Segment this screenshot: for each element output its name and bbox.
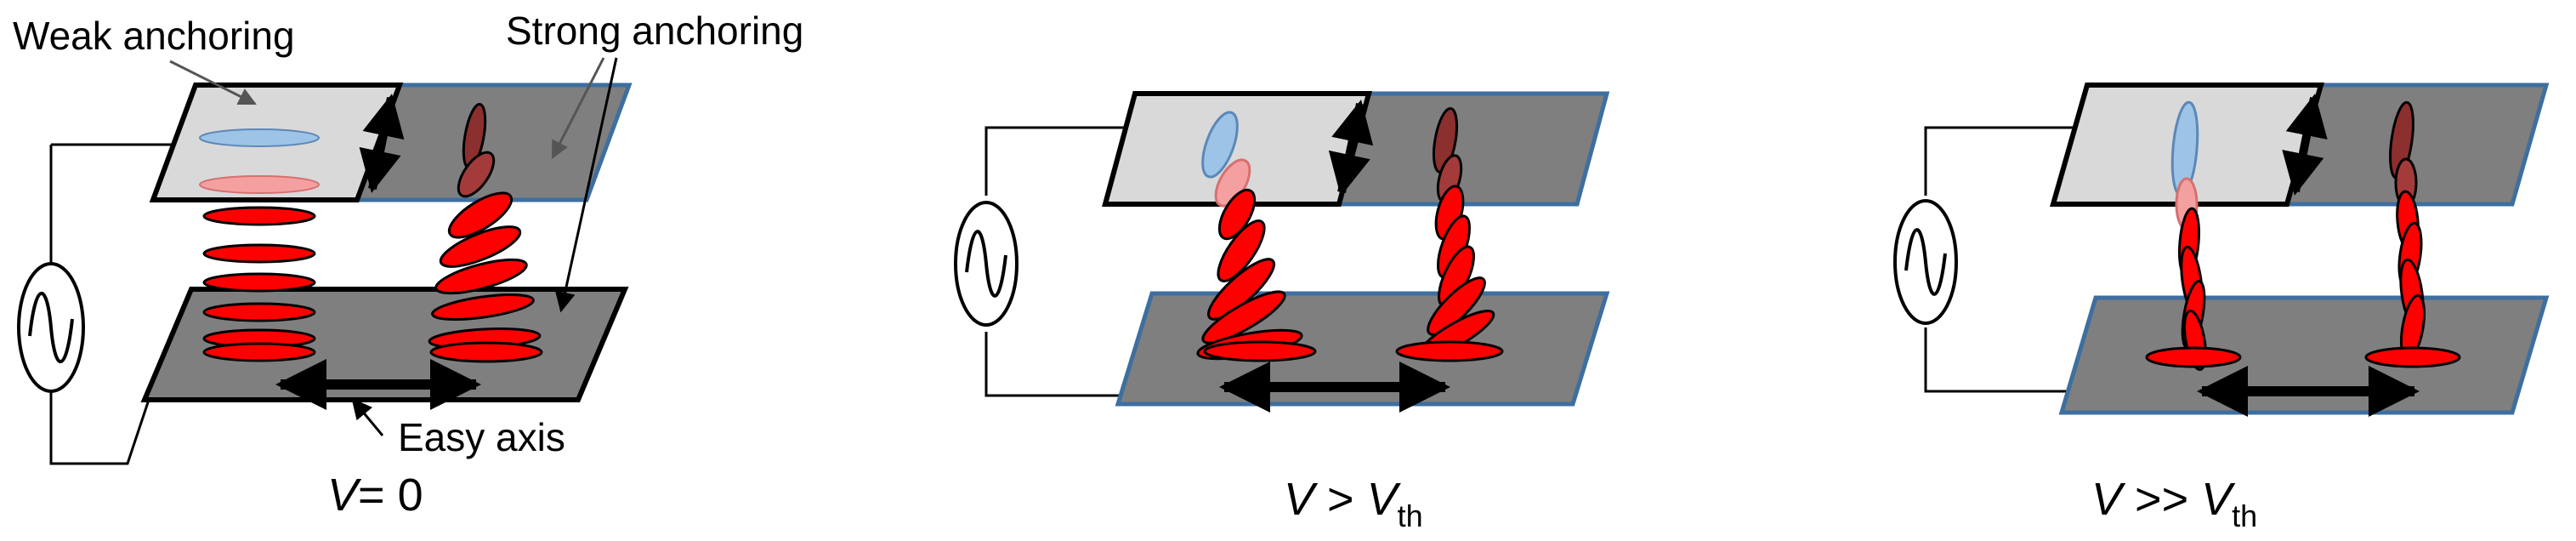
circuit-wires	[984, 126, 1173, 397]
easy-axis-label: Easy axis	[398, 415, 565, 459]
weak-molecule-stack	[1196, 111, 1317, 362]
caption-v-zero: V= 0	[327, 470, 423, 521]
double-arrow-icon	[359, 94, 405, 193]
caption-v-above-threshold: V > Vth	[1284, 474, 1423, 533]
molecule-blue	[199, 128, 320, 147]
ac-source-icon	[954, 201, 1018, 327]
weak-anchoring-label: Weak anchoring	[13, 14, 295, 58]
pointer-arrow-icon	[551, 57, 605, 159]
pointer-arrow-icon	[351, 398, 384, 436]
panel-v-far-above-threshold: V >> Vth	[1893, 83, 2550, 533]
ac-source-icon	[17, 262, 85, 393]
circuit-wires	[49, 143, 187, 465]
strong-molecule-stack	[1395, 107, 1504, 362]
pointer-arrow-icon	[554, 57, 618, 313]
double-arrow-icon	[1328, 100, 1374, 196]
circuit-wires	[1924, 126, 2113, 393]
strong-anchoring-label: Strong anchoring	[506, 9, 803, 53]
strong-molecule-stack	[428, 103, 543, 363]
caption-v-far-above-threshold: V >> Vth	[2091, 474, 2257, 533]
double-arrow-icon	[2282, 94, 2328, 196]
molecule-pink	[199, 175, 320, 194]
weak-molecule-stack	[2145, 100, 2242, 372]
weak-molecule-stack	[202, 206, 316, 362]
top-plate-light	[1102, 91, 1372, 207]
top-plate-dark	[1336, 91, 1610, 207]
strong-molecule-stack	[2364, 100, 2461, 368]
ac-source-icon	[1893, 199, 1958, 325]
pointer-arrow-icon	[169, 60, 257, 105]
panel-v-above-threshold: V > Vth	[954, 91, 1610, 533]
panel-v-zero: Weak anchoring Strong anchoring Easy axi…	[13, 9, 803, 521]
